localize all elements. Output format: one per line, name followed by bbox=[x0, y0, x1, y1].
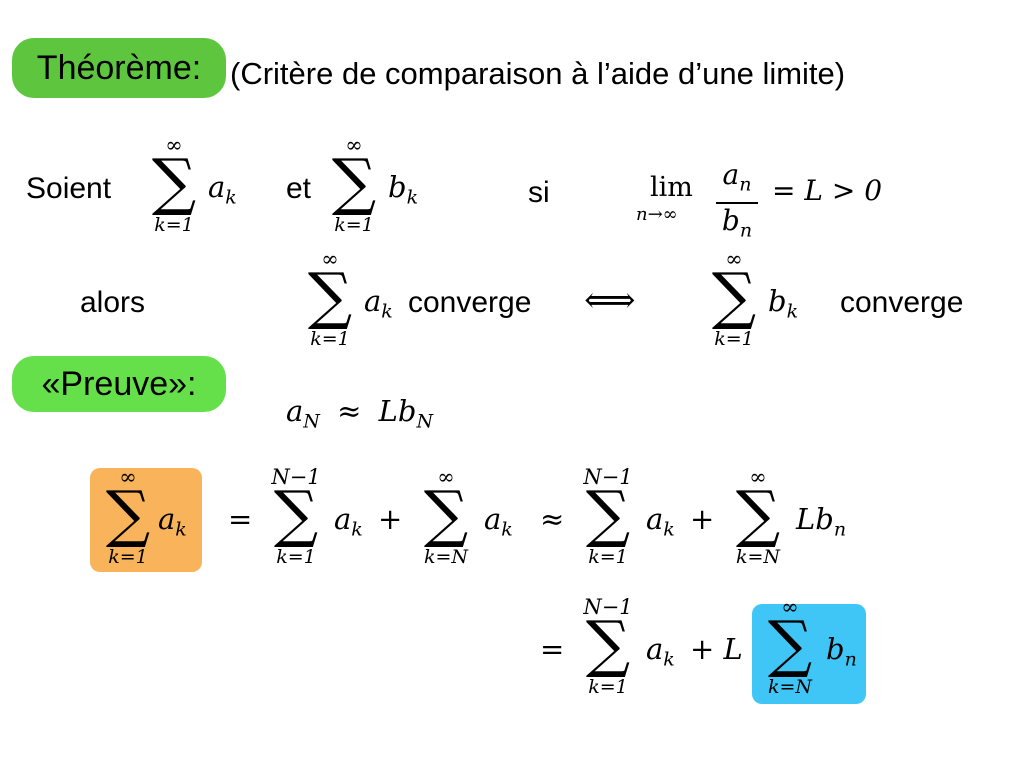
fraction-numerator: an bbox=[722, 158, 752, 196]
proof-badge: «Preuve»: bbox=[12, 356, 226, 412]
row2-sum-6: ∞ ∑ k=N bbox=[752, 594, 828, 704]
row2-plus-L: + L bbox=[690, 632, 743, 666]
orange-highlight-box bbox=[90, 468, 202, 572]
sum-upper: ∞ bbox=[119, 465, 137, 489]
proof-badge-label: «Preuve»: bbox=[41, 364, 197, 403]
fraction-bar bbox=[716, 201, 758, 204]
theorem-badge: Théorème: bbox=[12, 38, 226, 98]
term-b-k-2: bk bbox=[768, 284, 799, 323]
sigma-symbol: ∑ bbox=[585, 607, 631, 680]
sigma-symbol: ∑ bbox=[711, 259, 757, 332]
sum-b-k-2: ∞ ∑ k=1 bbox=[696, 246, 772, 356]
row1-lhs-term: ak bbox=[158, 502, 187, 541]
blue-highlight-box bbox=[752, 604, 866, 704]
sum-upper: ∞ bbox=[437, 465, 455, 489]
sigma-symbol: ∑ bbox=[151, 145, 197, 218]
iff-symbol: ⟺ bbox=[584, 280, 636, 321]
sum-upper: ∞ bbox=[781, 595, 799, 619]
row2-sum-5: N−1 ∑ k=1 bbox=[570, 594, 646, 704]
row2-eq: = bbox=[540, 632, 565, 666]
converge-word-2: converge bbox=[840, 286, 964, 319]
sum-lower: k=1 bbox=[154, 214, 194, 236]
sigma-symbol: ∑ bbox=[767, 607, 813, 680]
sigma-symbol: ∑ bbox=[331, 145, 377, 218]
row1-plus-2: + bbox=[690, 502, 715, 536]
sigma-symbol: ∑ bbox=[585, 477, 631, 550]
sigma-symbol: ∑ bbox=[273, 477, 319, 550]
sum-lower: k=1 bbox=[334, 214, 374, 236]
converge-word-1: converge bbox=[408, 286, 532, 319]
row1-sum-4: ∞ ∑ k=N bbox=[720, 464, 796, 574]
row1-term-4: Lbn bbox=[796, 502, 847, 541]
sum-a-k: ∞ ∑ k=1 bbox=[136, 132, 212, 242]
sum-lower: k=1 bbox=[588, 676, 628, 698]
sum-lower: k=N bbox=[423, 546, 469, 568]
lim-word: lim bbox=[650, 172, 693, 203]
row1-eq: = bbox=[228, 502, 253, 536]
sum-upper: ∞ bbox=[749, 465, 767, 489]
et-word: et bbox=[286, 172, 312, 205]
sum-lower: k=1 bbox=[588, 546, 628, 568]
sum-upper: ∞ bbox=[725, 247, 743, 271]
lim-subscript: n→∞ bbox=[636, 204, 678, 225]
sum-upper: N−1 bbox=[583, 595, 633, 619]
sum-lower: k=1 bbox=[108, 546, 148, 568]
row1-sum-3: N−1 ∑ k=1 bbox=[570, 464, 646, 574]
sum-upper: N−1 bbox=[271, 465, 321, 489]
sum-lower: k=N bbox=[735, 546, 781, 568]
row2-term-5: ak bbox=[646, 632, 675, 671]
soient-word: Soient bbox=[26, 172, 112, 205]
term-a-k: ak bbox=[208, 170, 237, 209]
limit-fraction: an bn bbox=[714, 158, 760, 247]
limit-rhs: = L > 0 bbox=[772, 174, 883, 207]
sigma-symbol: ∑ bbox=[105, 477, 151, 550]
row1-approx: ≈ bbox=[540, 502, 565, 536]
row1-plus-1: + bbox=[378, 502, 403, 536]
alors-word: alors bbox=[80, 286, 146, 319]
sum-lower: k=N bbox=[767, 676, 813, 698]
theorem-subtitle: (Critère de comparaison à l’aide d’une l… bbox=[230, 56, 846, 91]
row2-term-6: bn bbox=[826, 632, 857, 671]
si-word: si bbox=[528, 176, 550, 209]
sum-upper: N−1 bbox=[583, 465, 633, 489]
sum-b-k: ∞ ∑ k=1 bbox=[316, 132, 392, 242]
sum-lower: k=1 bbox=[310, 328, 350, 350]
sigma-symbol: ∑ bbox=[735, 477, 781, 550]
row1-lhs-sum: ∞ ∑ k=1 bbox=[90, 464, 166, 574]
row1-term-2: ak bbox=[484, 502, 513, 541]
row1-term-1: ak bbox=[334, 502, 363, 541]
row1-sum-2: ∞ ∑ k=N bbox=[408, 464, 484, 574]
fraction-denominator: bn bbox=[721, 203, 753, 242]
approx-equation: aN ≈ LbN bbox=[286, 394, 434, 433]
sum-lower: k=1 bbox=[276, 546, 316, 568]
row1-term-3: ak bbox=[646, 502, 675, 541]
sum-upper: ∞ bbox=[321, 247, 339, 271]
term-a-k-2: ak bbox=[364, 284, 393, 323]
sum-upper: ∞ bbox=[165, 133, 183, 157]
sigma-symbol: ∑ bbox=[307, 259, 353, 332]
row1-sum-1: N−1 ∑ k=1 bbox=[258, 464, 334, 574]
sigma-symbol: ∑ bbox=[423, 477, 469, 550]
sum-a-k-2: ∞ ∑ k=1 bbox=[292, 246, 368, 356]
term-b-k: bk bbox=[388, 170, 419, 209]
sum-upper: ∞ bbox=[345, 133, 363, 157]
sum-lower: k=1 bbox=[714, 328, 754, 350]
theorem-badge-label: Théorème: bbox=[36, 48, 202, 87]
